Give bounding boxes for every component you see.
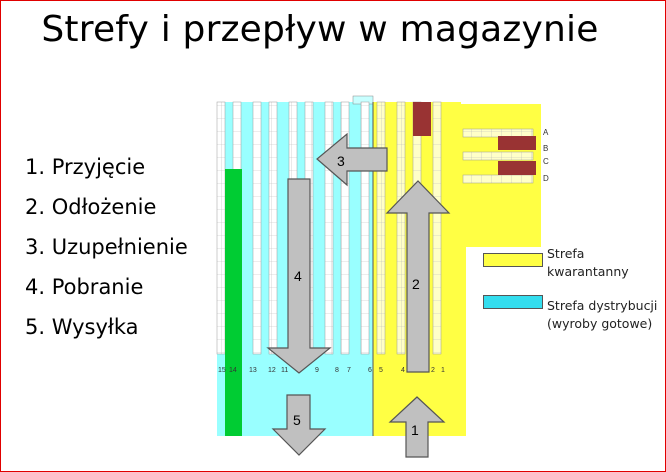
arrow-label-1: 1 [411, 422, 419, 438]
rack-number: 11 [281, 367, 288, 374]
step-receiving: 1. Przyjęcie [25, 155, 146, 179]
arrow-label-4: 4 [294, 268, 302, 284]
dock-label-c: C [543, 157, 549, 166]
legend-label-quarantine: Strefa kwarantanny [547, 246, 629, 279]
arrow-label-3: 3 [337, 153, 345, 169]
arrow-shipping [271, 394, 327, 456]
step-picking: 4. Pobranie [25, 275, 144, 299]
dock-rack [462, 151, 534, 161]
rack-number: 7 [347, 367, 351, 374]
rack-number: 9 [315, 367, 319, 374]
legend-swatch-distribution [483, 295, 543, 309]
arrow-label-2: 2 [412, 276, 420, 292]
rack-number: 1 [441, 367, 445, 374]
rack-number: 4 [401, 367, 405, 374]
dock-label-a: A [543, 128, 549, 137]
step-replenishment: 3. Uzupełnienie [25, 235, 188, 259]
rack-row [376, 101, 386, 355]
dock-block-red [498, 161, 536, 175]
rack-row [396, 101, 406, 355]
arrow-label-5: 5 [293, 412, 301, 428]
step-shipping: 5. Wysyłka [25, 315, 139, 339]
rack-row [268, 101, 278, 355]
rack-row [324, 101, 334, 355]
dock-label-b: B [543, 144, 548, 153]
arrow-putaway [385, 180, 451, 373]
rack-number: 8 [335, 367, 339, 374]
rack-row [252, 101, 262, 355]
step-putaway: 2. Odłożenie [25, 195, 157, 219]
rack-number: 12 [268, 367, 276, 374]
rack-number: 13 [249, 367, 257, 374]
flow-steps-list: 1. Przyjęcie 2. Odłożenie 3. Uzupełnieni… [25, 147, 188, 347]
rack-number: 2 [431, 367, 435, 374]
slide-title: Strefy i przepływ w magazynie [41, 9, 599, 50]
dock-rack [462, 128, 534, 138]
rack-number: 14 [229, 367, 237, 374]
rack-block-red [413, 102, 431, 136]
legend-label-distribution: Strefa dystrybucji (wyroby gotowe) [547, 298, 658, 331]
dock-block-red [498, 136, 536, 150]
rack-row [216, 101, 226, 355]
arrow-receiving [388, 396, 446, 458]
arrow-picking [266, 178, 332, 374]
rack-row [340, 101, 350, 355]
rack-row [360, 101, 370, 355]
dock-rack [462, 174, 534, 184]
rack-number: 6 [368, 367, 372, 374]
rack-number: 5 [379, 367, 383, 374]
rack-number: 15 [218, 367, 226, 374]
legend-swatch-quarantine [483, 253, 543, 267]
rack-row [432, 101, 442, 355]
green-rack-strip [225, 169, 242, 436]
arrow-replenishment [316, 132, 388, 187]
dock-label-d: D [543, 174, 549, 183]
